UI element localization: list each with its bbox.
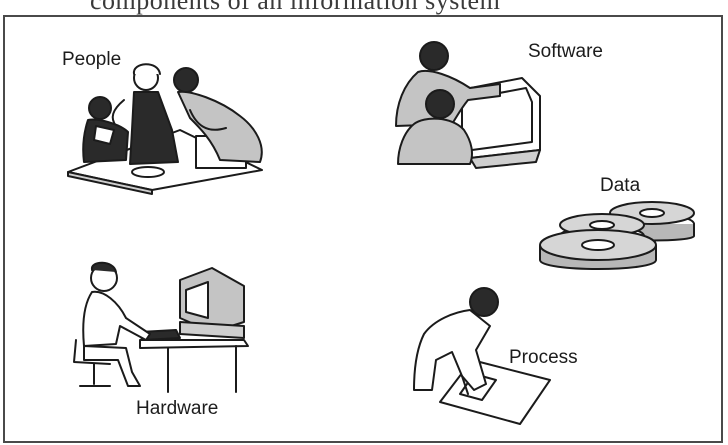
cut-off-header-text: components of an information system xyxy=(90,0,500,16)
label-process: Process xyxy=(509,347,578,369)
label-people: People xyxy=(62,49,121,71)
label-hardware: Hardware xyxy=(136,398,218,420)
label-data: Data xyxy=(600,175,640,197)
cut-off-header: components of an information system xyxy=(0,0,728,16)
diagram-frame xyxy=(3,15,723,443)
label-software: Software xyxy=(528,41,603,63)
